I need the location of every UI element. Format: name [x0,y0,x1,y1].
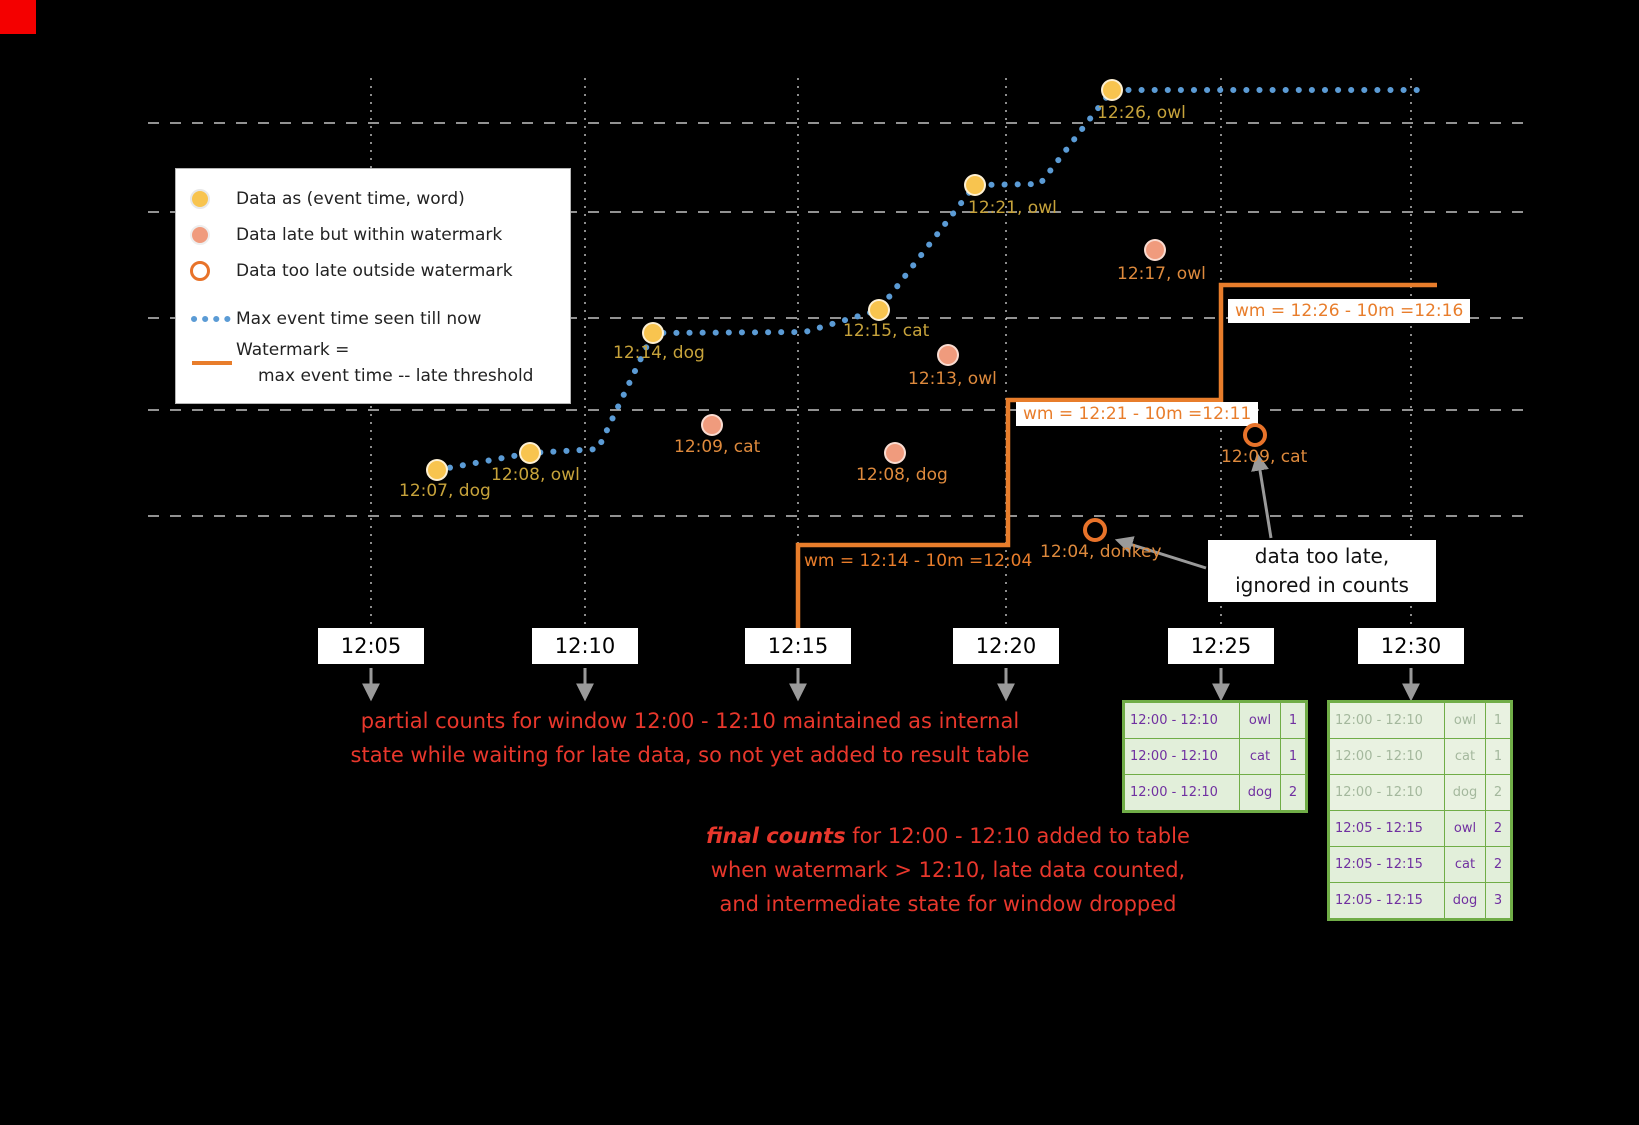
table-cell-word: owl [1445,703,1485,738]
legend: Data as (event time, word) Data late but… [175,168,571,404]
result-table-1225: 12:00 - 12:10 owl 1 12:00 - 12:10 cat 1 … [1122,700,1308,813]
table-cell-count: 2 [1486,775,1510,810]
legend-item-watermark: Watermark = max event time -- late thres… [190,337,556,389]
red-corner-marker [0,0,36,34]
legend-label-line1: Watermark = [236,340,350,360]
legend-item-on-time: Data as (event time, word) [190,181,556,217]
too-late-callout-line2: ignored in counts [1235,573,1409,597]
time-tick-1210: 12:10 [532,628,638,664]
time-tick-1220: 12:20 [953,628,1059,664]
on-time-point [519,442,541,464]
too-late-point [1243,423,1267,447]
too-late-point [1083,518,1107,542]
time-tick-1230: 12:30 [1358,628,1464,664]
table-cell-count: 2 [1486,847,1510,882]
table-cell-word: dog [1240,775,1280,810]
on-time-point [642,322,664,344]
legend-label: Data as (event time, word) [236,189,465,209]
table-cell-window: 12:05 - 12:15 [1330,811,1444,846]
table-cell-word: cat [1445,847,1485,882]
table-cell-word: owl [1445,811,1485,846]
table-cell-window: 12:00 - 12:10 [1330,739,1444,774]
final-counts-emphasis: final counts [706,824,846,848]
watermark-label-1: wm = 12:14 - 10m =12:04 [804,551,1033,571]
table-cell-word: cat [1240,739,1280,774]
partial-counts-note: partial counts for window 12:00 - 12:10 … [351,704,1030,772]
legend-item-max-event-line: Max event time seen till now [190,301,556,337]
legend-label: Data late but within watermark [236,225,503,245]
table-cell-window: 12:05 - 12:15 [1330,847,1444,882]
table-cell-window: 12:05 - 12:15 [1330,883,1444,918]
on-time-point [964,174,986,196]
late-point [937,344,959,366]
table-cell-count: 2 [1486,811,1510,846]
trigger-arrows [362,668,1420,702]
time-tick-1225: 12:25 [1168,628,1274,664]
table-cell-word: dog [1445,775,1485,810]
final-counts-note: final counts for 12:00 - 12:10 added to … [706,819,1190,921]
watermark-line [795,282,1437,629]
max-event-time-line [434,87,1424,473]
watermark-label-2: wm = 12:21 - 10m =12:11 [1016,402,1259,426]
late-point [701,414,723,436]
table-cell-word: owl [1240,703,1280,738]
table-cell-window: 12:00 - 12:10 [1330,775,1444,810]
legend-item-too-late: Data too late outside watermark [190,253,556,289]
table-cell-window: 12:00 - 12:10 [1330,703,1444,738]
legend-label-line2: max event time -- late threshold [258,366,534,386]
result-table-1230: 12:00 - 12:10 owl 1 12:00 - 12:10 cat 1 … [1327,700,1513,921]
too-late-ring-icon [190,261,236,281]
partial-counts-line2: state while waiting for late data, so no… [350,743,1030,767]
point-label: 12:26, owl [1097,103,1186,123]
on-time-point [426,459,448,481]
arrow-to-late-cat-point [1251,452,1273,539]
time-tick-1205: 12:05 [318,628,424,664]
final-counts-line3: and intermediate state for window droppe… [719,892,1177,916]
late-point [1144,239,1166,261]
table-cell-count: 1 [1281,739,1305,774]
point-label: 12:17, owl [1117,264,1206,284]
final-counts-rest: for 12:00 - 12:10 added to table [845,824,1190,848]
final-counts-line1: final counts for 12:00 - 12:10 added to … [706,819,1190,853]
late-point [884,442,906,464]
point-label: 12:09, cat [674,437,761,457]
legend-item-late: Data late but within watermark [190,217,556,253]
table-cell-word: dog [1445,883,1485,918]
point-label: 12:08, owl [491,465,580,485]
arrow-to-donkey-point [1114,536,1207,570]
point-label: 12:21, owl [968,198,1057,218]
on-time-dot-icon [190,189,236,209]
solid-line-icon [190,358,236,368]
point-label: 12:07, dog [399,481,491,501]
too-late-callout-line1: data too late, [1254,544,1390,568]
table-cell-count: 2 [1281,775,1305,810]
table-cell-word: cat [1445,739,1485,774]
legend-label: Data too late outside watermark [236,261,513,281]
point-label: 12:13, owl [908,369,997,389]
watermark-label-3: wm = 12:26 - 10m =12:16 [1228,299,1471,323]
on-time-point [1101,79,1123,101]
table-cell-count: 1 [1281,703,1305,738]
on-time-point [868,299,890,321]
table-cell-window: 12:00 - 12:10 [1125,775,1239,810]
table-cell-window: 12:00 - 12:10 [1125,739,1239,774]
dotted-line-icon [190,314,236,324]
table-cell-count: 3 [1486,883,1510,918]
partial-counts-line1: partial counts for window 12:00 - 12:10 … [360,709,1020,733]
legend-label: Watermark = max event time -- late thres… [236,337,533,389]
time-tick-1215: 12:15 [745,628,851,664]
final-counts-line2: when watermark > 12:10, late data counte… [710,858,1186,882]
table-cell-count: 1 [1486,703,1510,738]
point-label: 12:14, dog [613,343,705,363]
point-label: 12:09, cat [1221,447,1308,467]
table-cell-window: 12:00 - 12:10 [1125,703,1239,738]
table-cell-count: 1 [1486,739,1510,774]
legend-label: Max event time seen till now [236,309,482,329]
point-label: 12:15, cat [843,321,930,341]
point-label: 12:04, donkey [1040,542,1162,562]
too-late-callout: data too late, ignored in counts [1208,540,1436,602]
point-label: 12:08, dog [856,465,948,485]
late-dot-icon [190,225,236,245]
